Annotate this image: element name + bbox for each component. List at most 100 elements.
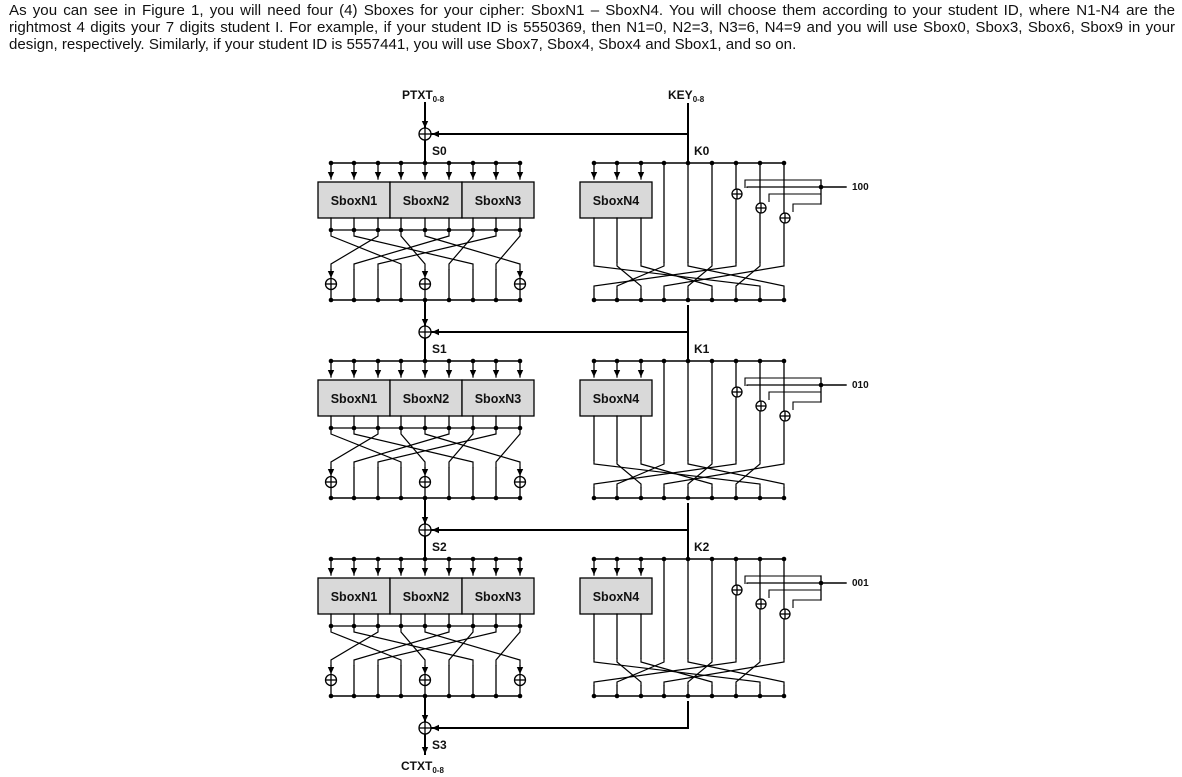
key-xor-2 [418,523,432,537]
junction-dot [470,623,476,629]
junction-dot [446,556,452,562]
key-label-k2: K2 [694,540,710,554]
junction-dot [517,693,523,699]
key-xor-3 [418,721,432,735]
junction-dot [517,495,523,501]
sbox-label: SboxN1 [331,590,378,604]
junction-dot [493,358,499,364]
sbox-label: SboxN2 [403,392,450,406]
key-xor-1 [418,325,432,339]
junction-dot [398,425,404,431]
junction-dot [757,297,763,303]
junction-dot [638,297,644,303]
junction-dot [517,425,523,431]
junction-dot [661,358,667,364]
junction-dot [470,556,476,562]
junction-dot [517,358,523,364]
bit-xor [324,277,338,291]
junction-dot [517,227,523,233]
junction-dot [517,623,523,629]
junction-dot [493,556,499,562]
junction-dot [328,425,334,431]
junction-dot [493,425,499,431]
round-constant-label: 100 [852,182,869,193]
junction-dot [375,556,381,562]
junction-dot [398,623,404,629]
ptxt-label: PTXT0-8 [402,88,445,104]
round-constant-label: 010 [852,380,869,391]
junction-dot [351,160,357,166]
junction-dot [733,297,739,303]
junction-dot [781,358,787,364]
junction-dot [757,693,763,699]
junction-dot [493,227,499,233]
junction-dot [685,358,691,364]
junction-dot [446,358,452,364]
junction-dot [398,556,404,562]
junction-dot [351,297,357,303]
junction-dot [398,160,404,166]
junction-dot [446,425,452,431]
bit-xor [324,475,338,489]
junction-dot [375,693,381,699]
key-xor-0 [418,127,432,141]
junction-dot [638,160,644,166]
junction-dot [351,556,357,562]
junction-dot [517,160,523,166]
junction-dot [517,297,523,303]
junction-dot [733,358,739,364]
junction-dot [493,495,499,501]
sbox-label: SboxN3 [475,194,522,208]
sbox-label: SboxN4 [593,392,640,406]
sbox-n2-round-2 [389,577,463,615]
junction-dot [470,495,476,501]
junction-dot [614,495,620,501]
intro-paragraph: As you can see in Figure 1, you will nee… [9,2,1175,53]
sbox-label: SboxN4 [593,194,640,208]
sbox-label: SboxN3 [475,590,522,604]
junction-dot [638,495,644,501]
junction-dot [351,495,357,501]
junction-dot [685,160,691,166]
junction-dot [709,358,715,364]
junction-dot [638,556,644,562]
const-xor [755,598,767,610]
const-xor [731,584,743,596]
junction-dot [709,495,715,501]
sbox-n3-round-0 [461,181,535,219]
junction-dot [685,495,691,501]
junction-dot [328,160,334,166]
junction-dot [446,623,452,629]
junction-dot [638,693,644,699]
junction-dot [422,160,428,166]
sbox-n4-round-1 [579,379,653,417]
sbox-label: SboxN3 [475,392,522,406]
junction-dot [781,495,787,501]
junction-dot [375,425,381,431]
junction-dot [781,160,787,166]
junction-dot [733,160,739,166]
junction-dot [422,495,428,501]
junction-dot [422,693,428,699]
sbox-n3-round-1 [461,379,535,417]
junction-dot [781,693,787,699]
junction-dot [493,693,499,699]
junction-dot [493,160,499,166]
bit-xor [513,475,527,489]
junction-dot [398,227,404,233]
const-xor [779,212,791,224]
junction-dot [375,227,381,233]
junction-dot [398,297,404,303]
junction-dot [398,358,404,364]
sbox-label: SboxN1 [331,194,378,208]
round-constant-label: 001 [852,578,869,589]
junction-dot [591,358,597,364]
junction-dot [328,693,334,699]
junction-dot [733,495,739,501]
junction-dot [470,693,476,699]
sbox-n2-round-0 [389,181,463,219]
sbox-label: SboxN2 [403,194,450,208]
junction-dot [709,160,715,166]
junction-dot [685,556,691,562]
